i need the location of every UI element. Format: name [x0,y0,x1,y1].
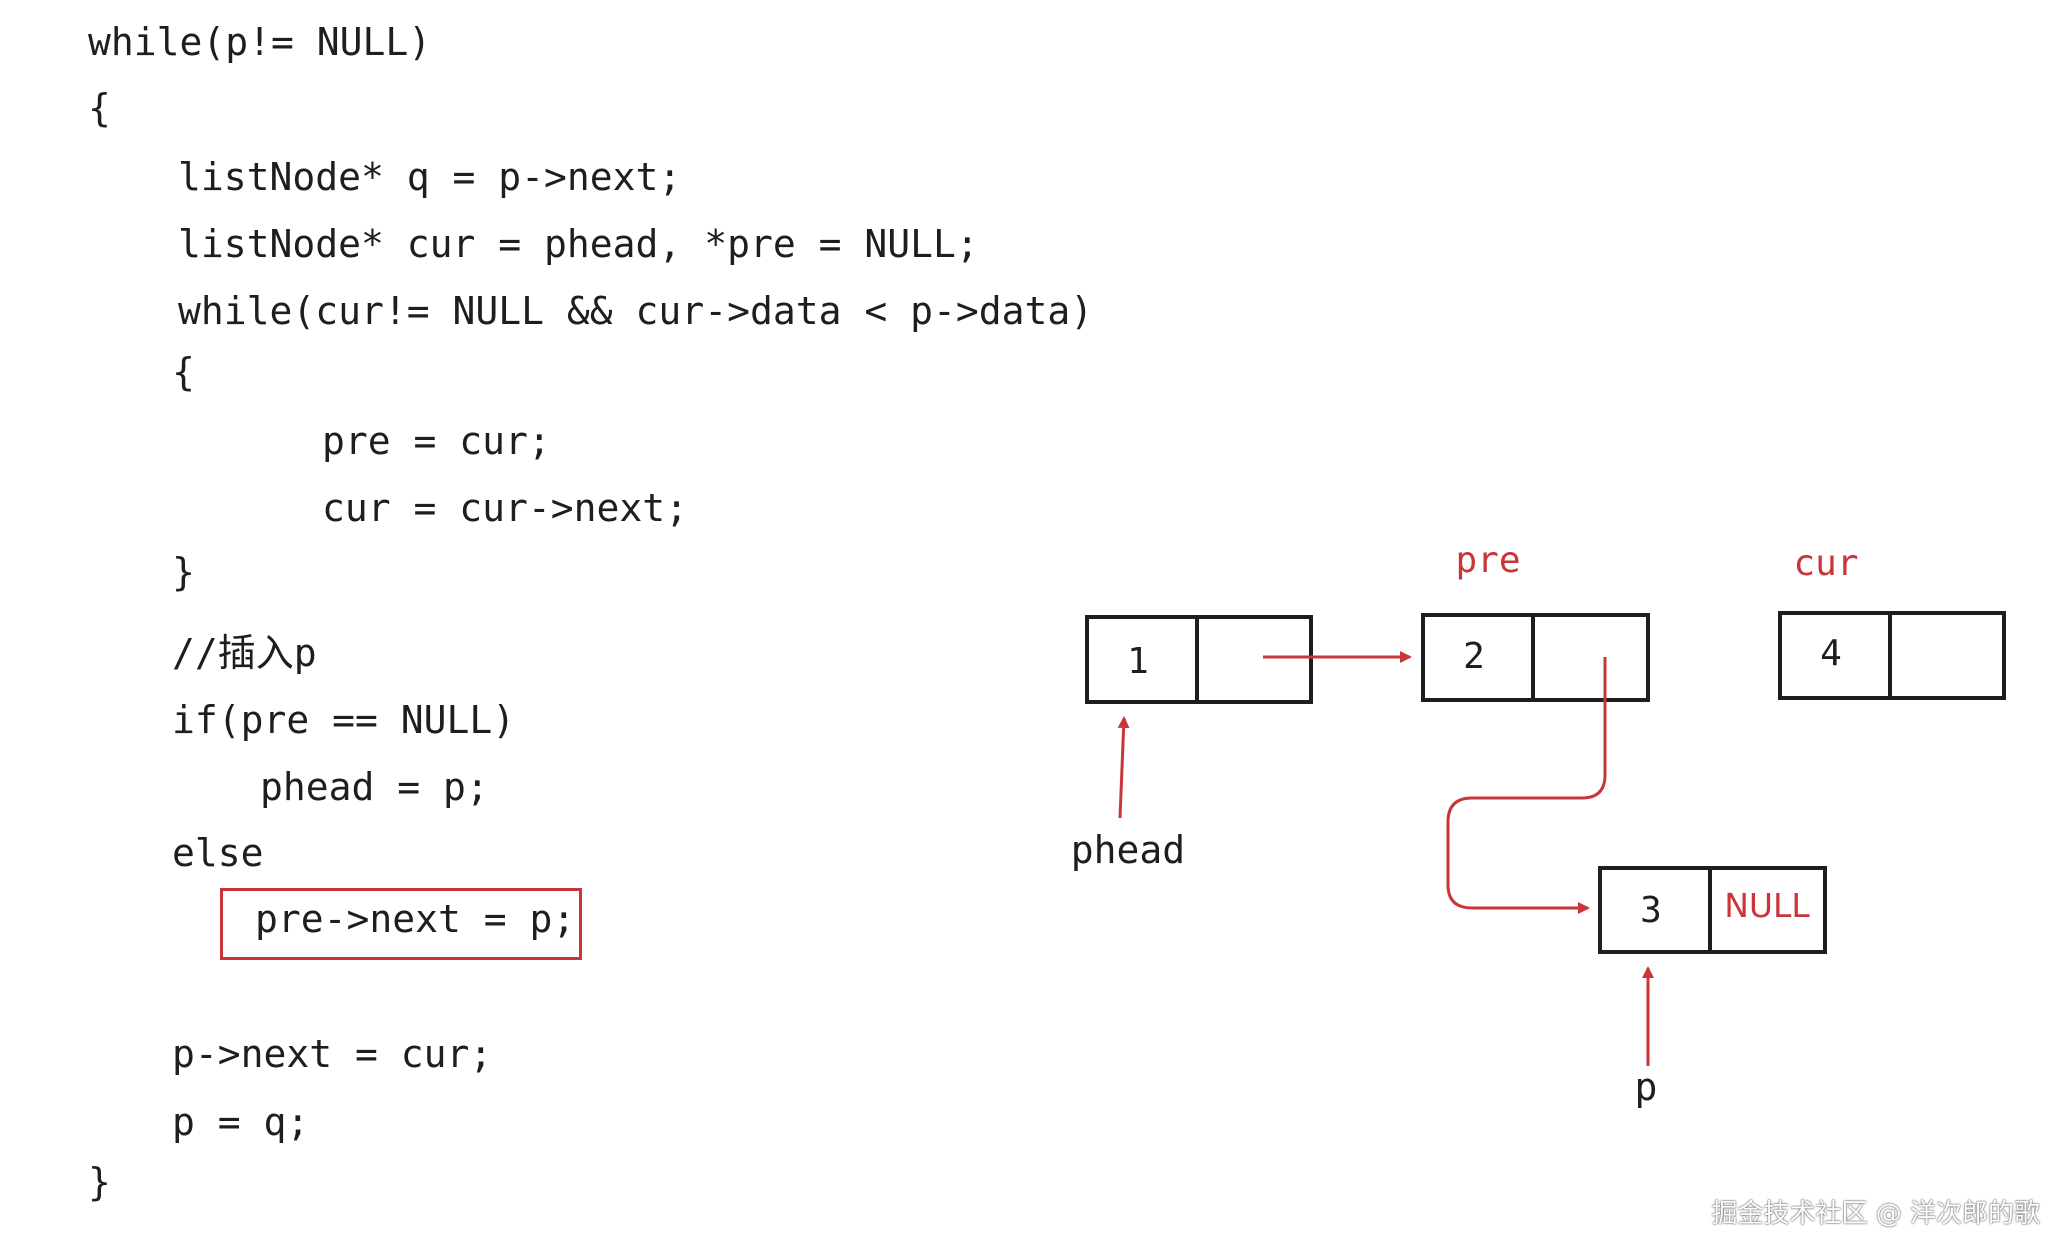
highlight-box [220,888,582,960]
code-line-16: p = q; [172,1100,310,1144]
code-line-17: } [88,1160,111,1204]
node-3: 3 NULL [1598,866,1827,954]
watermark: 掘金技术社区 @ 洋次郎的歌 [1711,1199,2040,1229]
label-p: p [1635,1065,1658,1109]
node-1-value: 1 [1127,641,1149,682]
label-pre: pre [1455,540,1520,581]
code-line-6: { [172,350,195,394]
code-line-12: phead = p; [260,765,489,809]
label-cur: cur [1793,543,1858,584]
node-3-value: 3 [1640,890,1662,931]
code-line-15: p->next = cur; [172,1032,493,1076]
code-line-4: listNode* cur = phead, *pre = NULL; [178,222,979,266]
code-comment: //插入p [172,631,317,675]
code-line-8: cur = cur->next; [322,486,689,530]
node-3-null-label: NULL [1724,886,1810,925]
code-line-11: if(pre == NULL) [172,698,516,742]
code-line-13: else [172,831,264,875]
node-2-value: 2 [1463,636,1485,677]
code-line-7: pre = cur; [322,419,551,463]
code-line-1: while(p!= NULL) [88,20,432,64]
code-line-2: { [88,86,111,130]
arrow-phead-to-node1 [1117,716,1130,819]
node-4-value: 4 [1820,633,1842,674]
node-2: 2 [1421,613,1650,702]
node-1: 1 [1085,615,1313,704]
code-line-3: listNode* q = p->next; [178,155,682,199]
node-4: 4 [1778,611,2006,700]
label-phead: phead [1071,828,1185,872]
code-line-highlighted: pre->next = p; [255,897,576,941]
code-line-9: } [172,550,195,594]
code-line-5: while(cur!= NULL && cur->data < p->data) [178,289,1094,333]
arrow-node2-to-node3 [1446,657,1607,914]
